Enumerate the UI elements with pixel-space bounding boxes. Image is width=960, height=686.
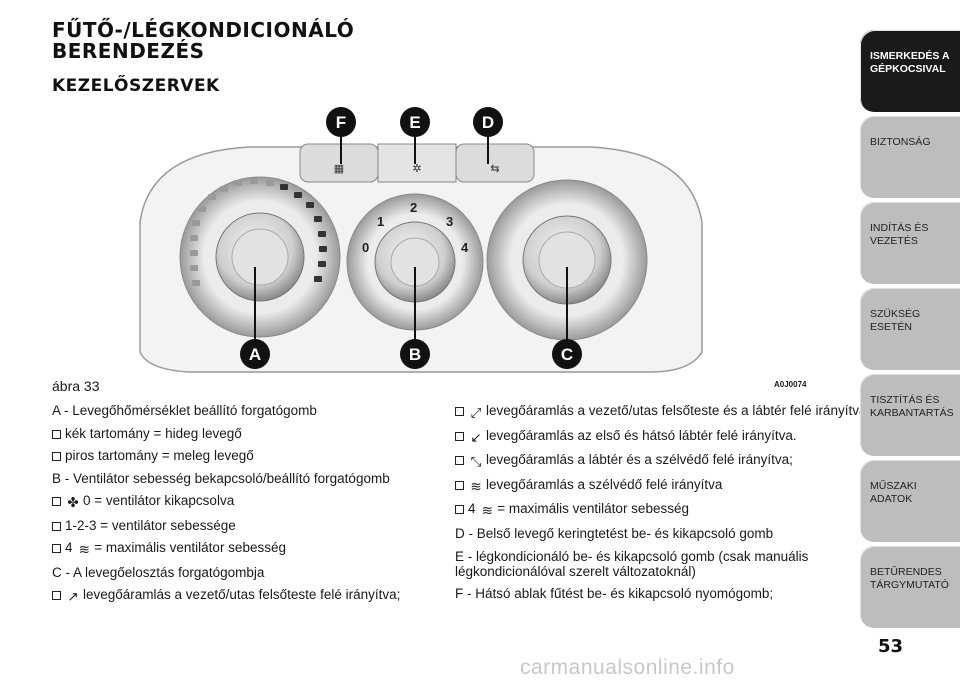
bullet-box <box>52 544 61 553</box>
bullet-box <box>455 480 464 490</box>
bullet-box <box>52 429 61 439</box>
line-text: levegőáramlás a vezető/utas felsőteste é… <box>486 403 871 418</box>
list-item: 4 ≋ = maximális ventilátor sebesség <box>52 537 442 562</box>
chapter-tab[interactable]: TISZTÍTÁS ÉS KARBANTARTÁS <box>860 374 960 456</box>
line-text: levegőáramlás a vezető/utas felsőteste f… <box>83 587 401 602</box>
callout-markers <box>240 107 582 369</box>
dial-number-3: 3 <box>446 214 453 229</box>
line-text: B - Ventilátor sebesség bekapcsoló/beáll… <box>52 470 390 486</box>
line-text: levegőáramlás az első és hátsó lábtér fe… <box>486 427 797 443</box>
button-e <box>377 143 457 183</box>
list-item: E - légkondicionáló be- és kikapcsoló go… <box>455 545 855 583</box>
defrost-icon: ≋ <box>78 542 90 557</box>
defrost-icon: ≋ <box>470 478 482 494</box>
bullet-box <box>52 521 61 531</box>
airflow-upper-feet-icon: ⤢ <box>470 405 482 420</box>
line-text: 1-2-3 = ventilátor sebessége <box>65 517 236 533</box>
list-item: F - Hátsó ablak fűtést be- és kikapcsoló… <box>455 583 855 606</box>
bullet-box <box>455 431 464 441</box>
line-prefix: 4 <box>468 501 480 516</box>
line-prefix: 4 <box>65 540 77 555</box>
chapter-tab[interactable]: BIZTONSÁG <box>860 116 960 198</box>
climate-control-panel-figure: ▦ ✲ ⇆ 0 1 2 3 4 F <box>139 107 703 373</box>
line-text: = maximális ventilátor sebesség <box>497 501 689 516</box>
chapter-tab[interactable]: MŰSZAKI ADATOK <box>860 460 960 542</box>
bullet-box <box>455 456 464 465</box>
list-item: ⤡ levegőáramlás a lábtér és a szélvédő fe… <box>455 449 855 474</box>
line-text: A - Levegőhőmérséklet beállító forgatógo… <box>52 403 317 418</box>
airflow-upper-icon: ↗ <box>67 589 79 604</box>
svg-text:▦: ▦ <box>334 163 344 175</box>
figure-code: A0J0074 <box>774 380 807 389</box>
watermark: carmanualsonline.info <box>520 656 735 679</box>
svg-text:✲: ✲ <box>412 163 421 175</box>
line-text: piros tartomány = meleg levegő <box>65 448 254 463</box>
bullet-box <box>455 407 464 416</box>
chapter-tab[interactable]: SZÜKSÉG ESETÉN <box>860 288 960 370</box>
svg-text:⇆: ⇆ <box>490 163 499 175</box>
line-text: 0 = ventilátor kikapcsolva <box>83 493 235 508</box>
page-number: 53 <box>878 636 904 657</box>
chapter-tab[interactable]: BETŰRENDES TÁRGYMUTATÓ <box>860 546 960 628</box>
list-item: piros tartomány = meleg levegő <box>52 445 442 468</box>
dial-number-0: 0 <box>362 240 369 255</box>
line-text: C - A levegőelosztás forgatógombja <box>52 564 265 580</box>
bullet-box <box>52 452 61 461</box>
list-item: ✤ 0 = ventilátor kikapcsolva <box>52 490 442 515</box>
fan-icon: ✤ <box>67 495 79 510</box>
callout-c: C <box>561 345 573 364</box>
list-item: ≋levegőáramlás a szélvédő felé irányítva <box>455 474 855 499</box>
defrost-icon: ≋ <box>481 503 493 518</box>
bullet-box <box>52 497 61 506</box>
airflow-feet-windscreen-icon: ⤡ <box>470 454 482 469</box>
list-item: B - Ventilátor sebesség bekapcsoló/beáll… <box>52 468 442 491</box>
line-text: D - Belső levegő keringtetést be- és kik… <box>455 525 774 541</box>
button-d <box>455 143 535 183</box>
list-item: C - A levegőelosztás forgatógombja <box>52 562 442 585</box>
chapter-tab[interactable]: ISMERKEDÉS A GÉPKOCSIVAL <box>860 30 960 112</box>
line-text: E - légkondicionáló be- és kikapcsoló go… <box>455 549 809 579</box>
callout-e: E <box>409 113 420 132</box>
section-subtitle: KEZELŐSZERVEK <box>52 76 220 96</box>
chapter-tab[interactable]: INDÍTÁS ÉS VEZETÉS <box>860 202 960 284</box>
line-text: levegőáramlás a szélvédő felé irányítva <box>486 476 723 492</box>
line-text: = maximális ventilátor sebesség <box>94 540 286 555</box>
list-item: 4 ≋ = maximális ventilátor sebesség <box>455 498 855 523</box>
list-item: ⤢ levegőáramlás a vezető/utas felsőteste … <box>455 400 870 425</box>
list-item: D - Belső levegő keringtetést be- és kik… <box>455 523 855 546</box>
list-item: 1-2-3 = ventilátor sebessége <box>52 515 442 538</box>
figure-caption: ábra 33 <box>52 378 100 394</box>
bullet-box <box>52 591 61 600</box>
list-item: kék tartomány = hideg levegő <box>52 423 442 446</box>
line-text: F - Hátsó ablak fűtést be- és kikapcsoló… <box>455 586 774 601</box>
dial-number-2: 2 <box>410 200 417 215</box>
left-column: A - Levegőhőmérséklet beállító forgatógo… <box>52 400 442 609</box>
callout-f: F <box>336 113 346 132</box>
page-title: FŰTŐ-/LÉGKONDICIONÁLÓ BERENDEZÉS <box>52 18 355 63</box>
list-item: A - Levegőhőmérséklet beállító forgatógo… <box>52 400 442 423</box>
line-text: kék tartomány = hideg levegő <box>65 425 242 441</box>
bullet-box <box>455 505 464 514</box>
callout-d: D <box>482 113 494 132</box>
airflow-feet-icon: ↙ <box>470 429 482 445</box>
dial-number-1: 1 <box>377 214 384 229</box>
list-item: ↙levegőáramlás az első és hátsó lábtér f… <box>455 425 855 450</box>
callout-b: B <box>409 345 421 364</box>
list-item: ↗ levegőáramlás a vezető/utas felsőteste … <box>52 584 442 609</box>
line-text: levegőáramlás a lábtér és a szélvédő fel… <box>486 452 793 467</box>
callout-a: A <box>249 345 261 364</box>
right-column: ⤢ levegőáramlás a vezető/utas felsőteste … <box>455 400 870 606</box>
dial-number-4: 4 <box>461 240 469 255</box>
